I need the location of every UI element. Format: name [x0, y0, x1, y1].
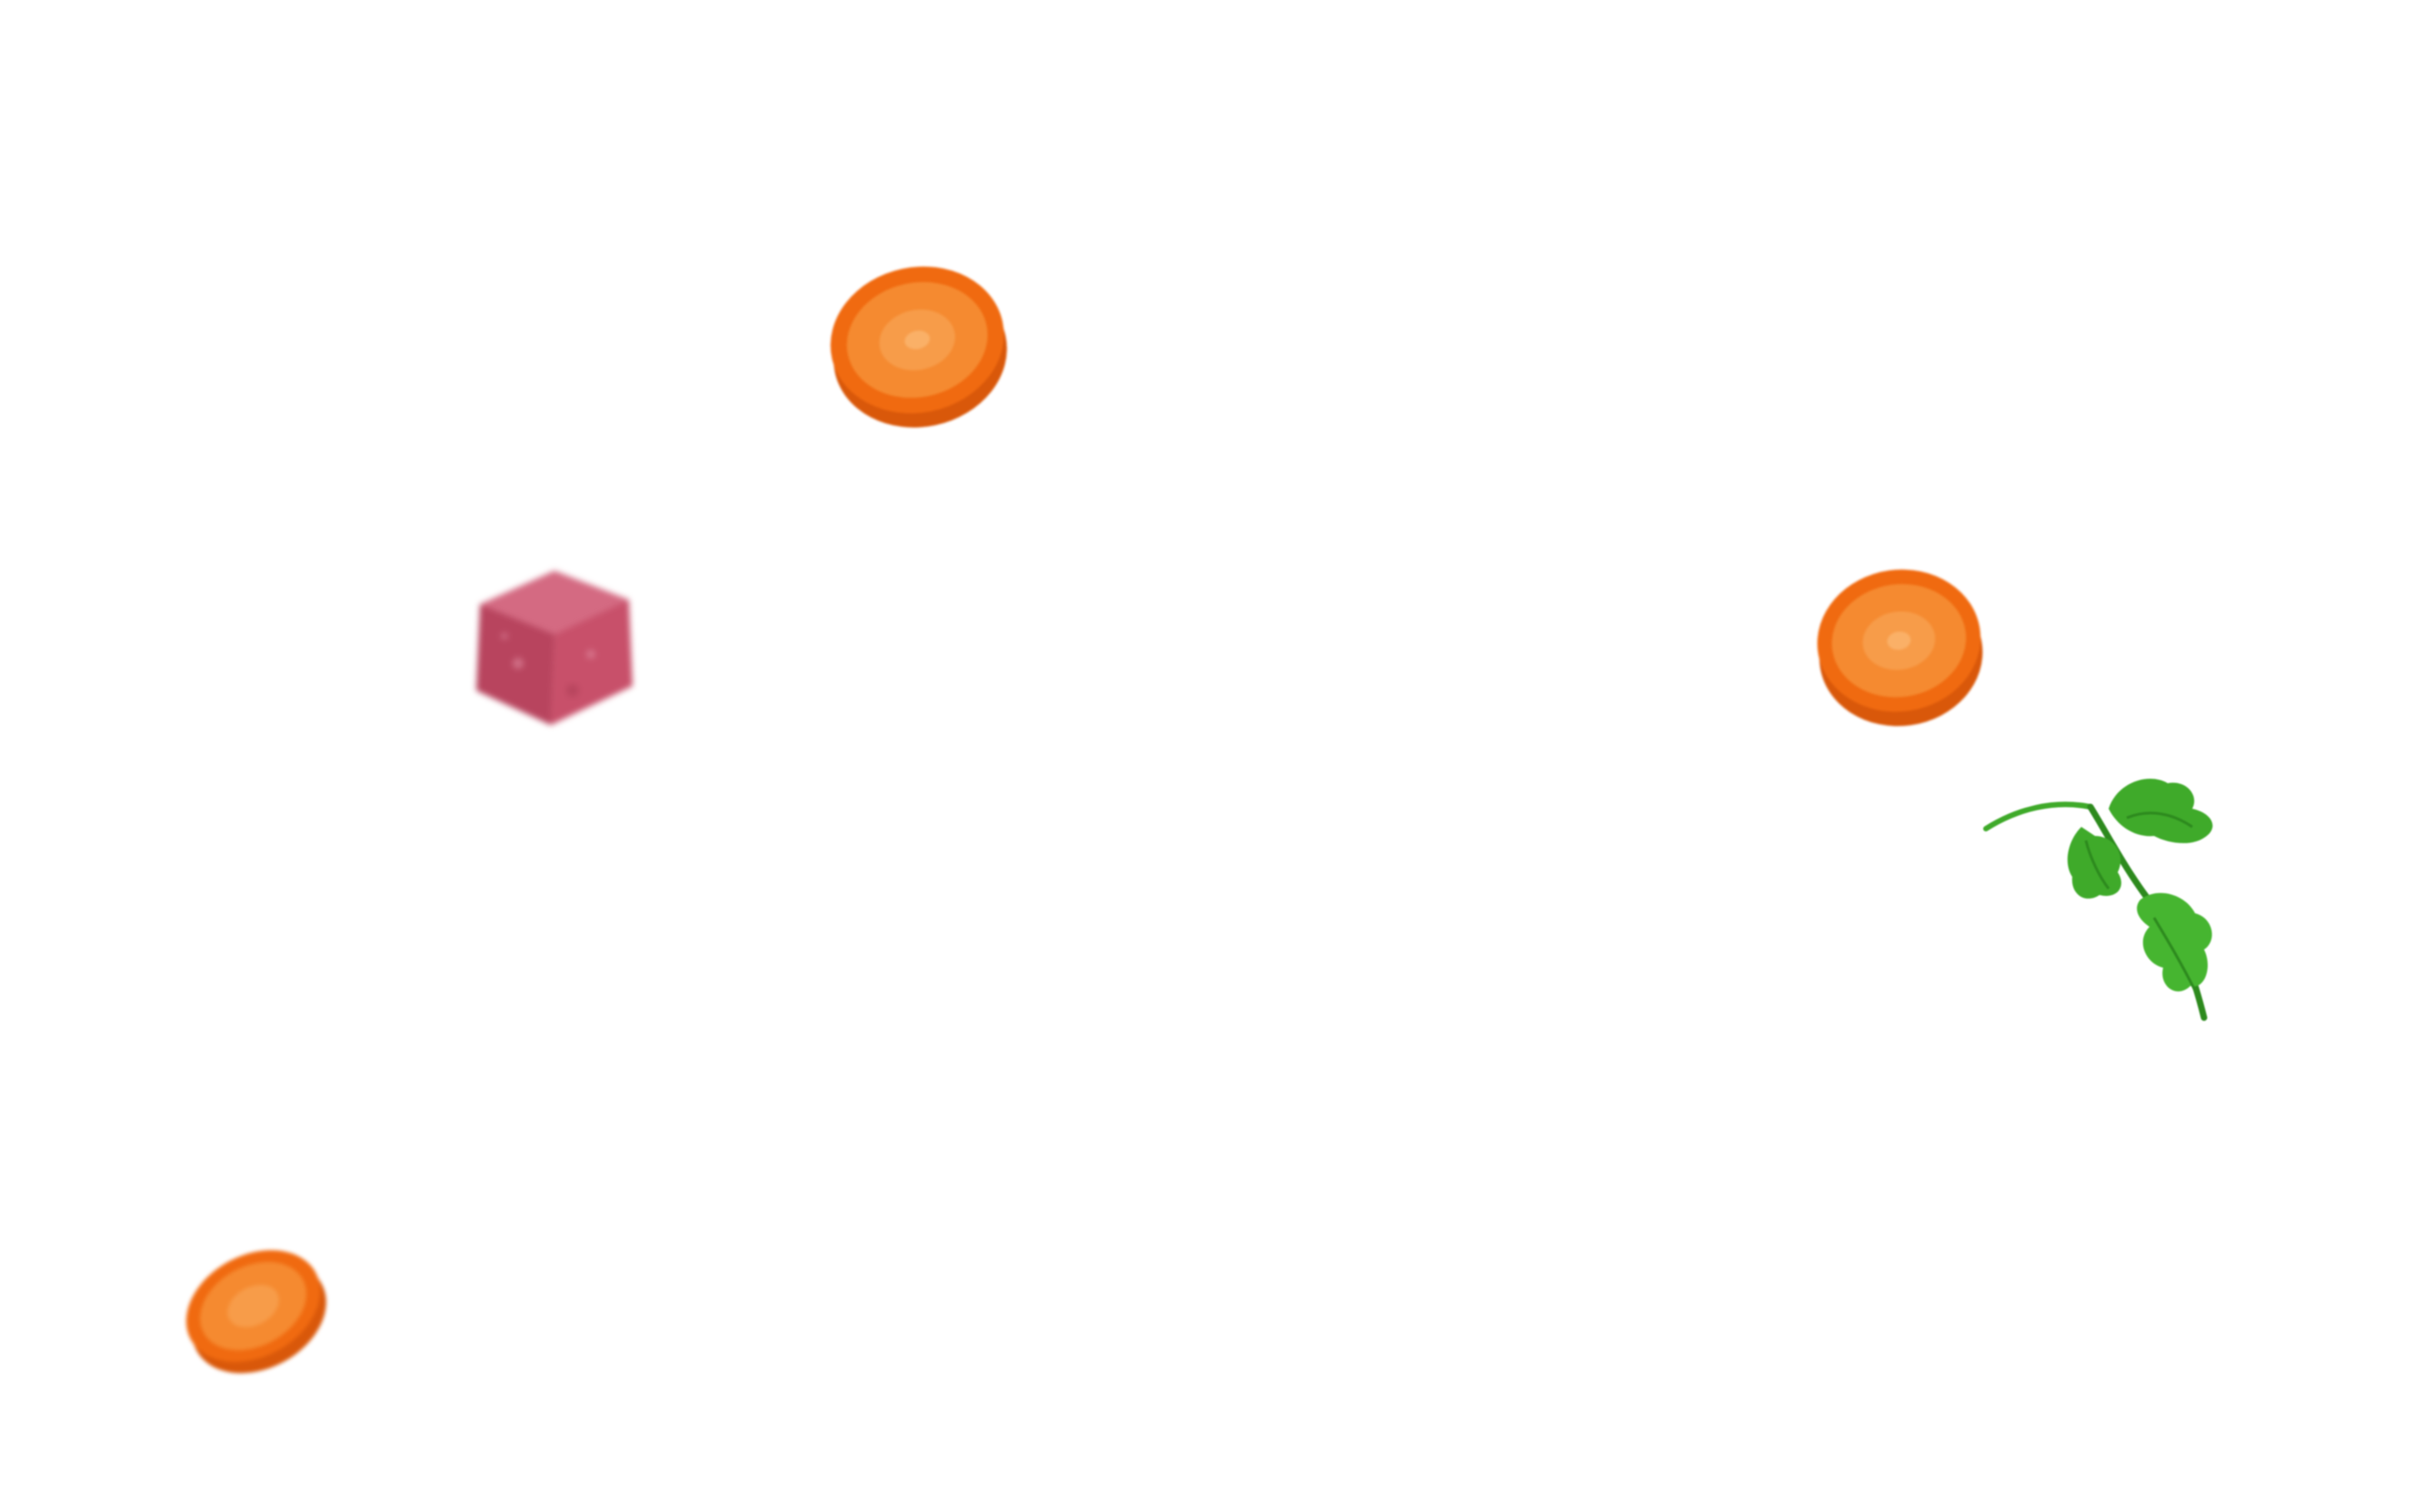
carrot-slice-icon — [830, 266, 1007, 428]
parsley-sprig-icon — [1983, 779, 2213, 1021]
carrot-slice-icon — [185, 1249, 326, 1374]
meat-cube-icon — [476, 571, 633, 725]
carrot-slice-icon — [1817, 569, 1983, 727]
